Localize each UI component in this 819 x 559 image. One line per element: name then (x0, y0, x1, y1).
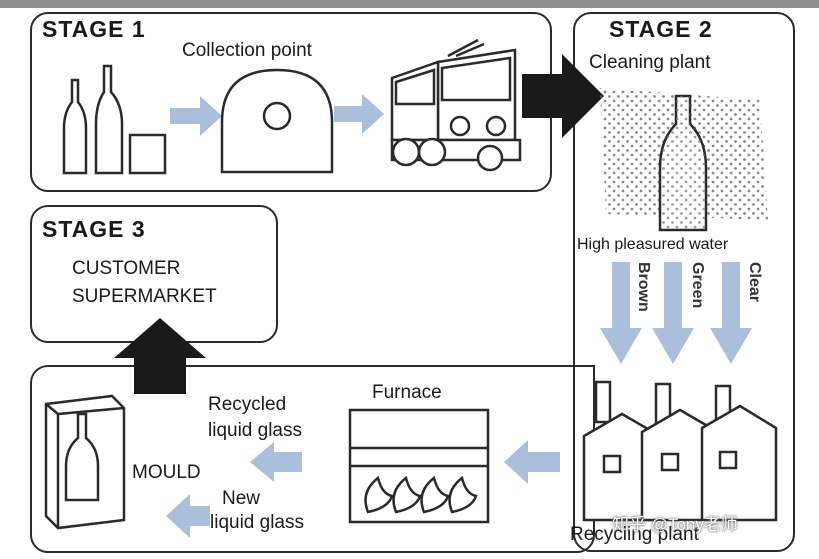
stage2-box (573, 12, 795, 552)
stage3-title: STAGE 3 (42, 216, 146, 242)
recycled-liquid-glass-line2: liquid glass (208, 420, 302, 441)
collection-point-label: Collection point (182, 40, 312, 61)
watermark: 知乎 @Tony老师 (612, 515, 738, 534)
top-bar (0, 0, 819, 8)
flow-arrow-blue-2 (334, 94, 384, 134)
truck-icon (390, 38, 522, 172)
customer-label: CUSTOMER (72, 258, 181, 279)
flow-arrow-blue-to-furnace (504, 440, 560, 484)
collected-bottles-icon (62, 64, 167, 175)
flow-arrow-blue-recycled-glass (250, 442, 302, 482)
stage2-title: STAGE 2 (609, 16, 713, 42)
cleaning-plant-label: Cleaning plant (589, 52, 711, 73)
mould-icon (44, 394, 126, 530)
glass-color-brown: Brown (635, 262, 652, 312)
sorting-arrows-down (600, 262, 752, 364)
new-liquid-glass-line1: New (222, 488, 261, 509)
flow-arrow-black-right (522, 54, 604, 138)
recycling-plant-icon (582, 380, 778, 522)
glass-color-green: Green (689, 262, 706, 309)
cleaning-bottle-icon (600, 88, 768, 232)
flow-arrow-black-up (114, 318, 206, 394)
glass-color-clear: Clear (746, 262, 763, 303)
new-liquid-glass-line2: liquid glass (210, 512, 304, 533)
recycled-liquid-glass-line1: Recycled (208, 394, 287, 415)
recycling-plant-label: Recycling plant (570, 524, 699, 545)
supermarket-label: SUPERMARKET (72, 286, 217, 307)
stage1-title: STAGE 1 (42, 16, 146, 42)
furnace-label: Furnace (372, 382, 442, 403)
mould-label: MOULD (132, 462, 201, 483)
furnace-icon (348, 408, 490, 524)
high-pressure-water-label: High pleasured water (577, 236, 729, 253)
flow-arrow-blue-1 (170, 96, 222, 136)
collection-point-icon (220, 68, 334, 174)
flow-arrow-blue-new-glass (166, 494, 210, 538)
